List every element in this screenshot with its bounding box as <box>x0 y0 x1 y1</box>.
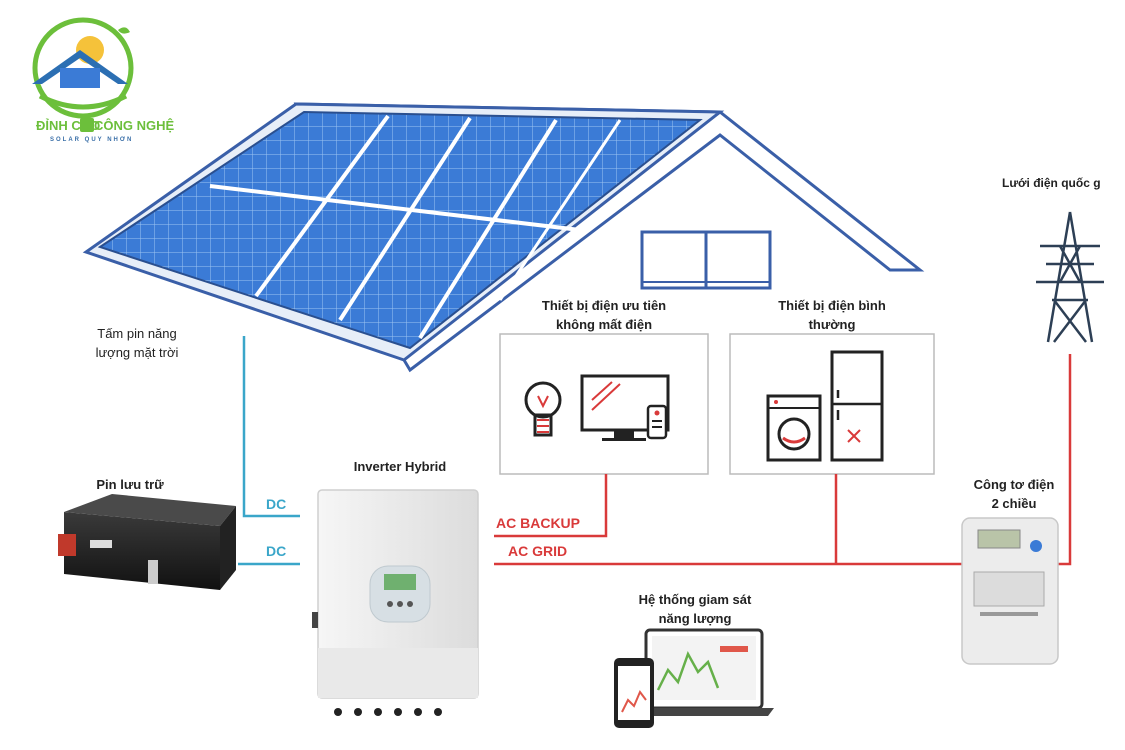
logo-battery-icon <box>80 118 94 132</box>
meter-label-line2: 2 chiều <box>991 496 1037 511</box>
ac-backup-line <box>494 474 608 538</box>
logo-ring <box>32 17 134 119</box>
priority-label-line2: không mất điện <box>555 317 653 332</box>
ac-grid-line-label: AC GRID <box>508 543 568 559</box>
normal-appliances-label: Thiết bị điện bình thường <box>730 296 934 334</box>
house-roof <box>82 102 925 373</box>
meter-label-line1: Công tơ điện <box>973 477 1055 492</box>
grid-label: Lưới điện quốc g <box>1002 176 1101 190</box>
logo-leaf-swoosh <box>38 93 128 110</box>
hybrid-inverter-icon <box>312 489 479 716</box>
solar-panel-label-line1: Tấm pin năng <box>97 326 177 341</box>
light-bulb-icon <box>524 381 562 437</box>
monitoring-label-line2: năng lượng <box>658 611 732 626</box>
monitoring-label: Hệ thống giam sát năng lượng <box>610 590 780 628</box>
bidirectional-meter-icon <box>961 517 1059 665</box>
logo-house-roof-icon <box>32 50 128 84</box>
dc-battery-line-label: DC <box>266 543 287 559</box>
meter-label: Công tơ điện 2 chiều <box>944 475 1084 513</box>
logo-leaf-icon <box>118 27 130 34</box>
inverter-label: Inverter Hybrid <box>353 459 447 474</box>
grid-tower-icon <box>1036 211 1104 343</box>
refrigerator-icon <box>830 350 884 462</box>
normal-label-line2: thường <box>808 317 856 332</box>
battery-label: Pin lưu trữ <box>96 477 164 492</box>
priority-appliances-label: Thiết bị điện ưu tiên không mất điện <box>500 296 708 334</box>
company-logo <box>32 17 134 119</box>
storage-battery-icon <box>58 494 236 590</box>
solar-panel-label: Tấm pin năng lượng mặt trời <box>62 324 212 362</box>
ac-backup-line-label: AC BACKUP <box>496 515 580 531</box>
monitoring-label-line1: Hệ thống giam sát <box>638 592 752 607</box>
remote-control-icon <box>646 404 668 440</box>
logo-brand-right: CÔNG NGHỆ <box>94 118 175 133</box>
logo-tagline: SOLAR QUY NHƠN <box>50 137 134 143</box>
priority-label-line1: Thiết bị điện ưu tiên <box>541 298 667 313</box>
normal-label-line1: Thiết bị điện bình <box>778 298 886 313</box>
solar-panel-label-line2: lượng mặt trời <box>95 345 179 360</box>
monitoring-devices-icon <box>614 628 774 728</box>
washing-machine-icon <box>766 394 822 462</box>
dc-solar-line-label: DC <box>266 496 287 512</box>
dc-line-solar <box>242 336 300 518</box>
logo-panel-icon <box>60 68 100 88</box>
